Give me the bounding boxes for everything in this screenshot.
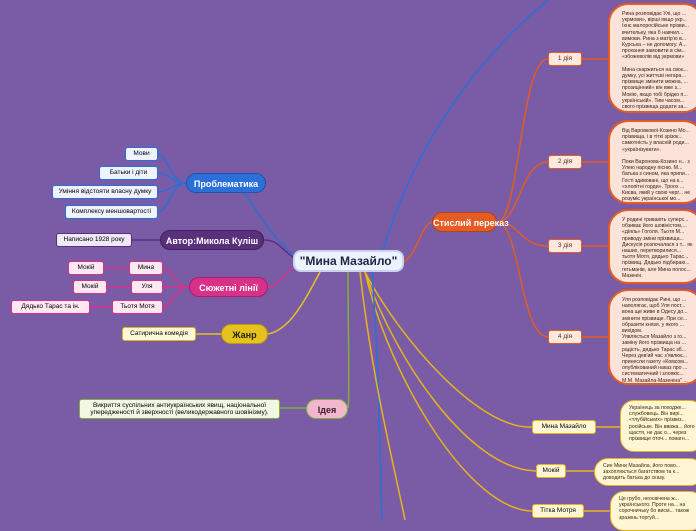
act-summary-content: Від Варовкової-Козино Мо... прізвища, і … (622, 128, 691, 203)
act-label[interactable]: 4 дія (548, 330, 582, 344)
character-description-content: Син Мини Мазайла, його пово... захоплюєт… (603, 463, 681, 482)
act-label[interactable]: 2 дія (548, 155, 582, 169)
character-label[interactable]: Тітка Мотря (532, 504, 584, 518)
topic-genre[interactable]: Жанр (221, 324, 268, 344)
topic-problematics[interactable]: Проблематика (186, 173, 266, 193)
problem-item[interactable]: Мови (125, 147, 158, 161)
genre-value[interactable]: Сатирична комедія (122, 327, 196, 341)
act-summary-content: У родині тривають суперс... обзиває його… (622, 217, 693, 279)
central-topic[interactable]: "Мина Мазайло" (293, 250, 404, 272)
plot-character[interactable]: Уля (131, 280, 163, 294)
act-summary-text[interactable]: Рина розповідає Улі, що ... укрмови», ві… (608, 3, 696, 113)
topic-idea[interactable]: Ідея (306, 399, 348, 419)
act-label[interactable]: 1 дія (548, 52, 582, 66)
act-summary-content: Рина розповідає Улі, що ... укрмови», ві… (622, 11, 689, 111)
character-description-content: Це грубо, неосвічена ж... українського. … (619, 496, 690, 521)
problem-item[interactable]: Комплексу меншовартості (65, 205, 158, 219)
character-label[interactable]: Мина Мазайло (532, 420, 596, 434)
idea-text[interactable]: Викриття суспільних антиукраїнських явищ… (79, 399, 280, 419)
topic-plot-lines[interactable]: Сюжетні лінії (189, 277, 268, 297)
act-summary-content: Уля розповідає Рині, що ... наполягає, щ… (622, 297, 689, 384)
act-label[interactable]: 3 дія (548, 239, 582, 253)
character-description[interactable]: Син Мини Мазайла, його пово... захоплюєт… (594, 458, 696, 486)
character-label[interactable]: Мокій (536, 464, 566, 478)
plot-character[interactable]: Тьотя Мотя (112, 300, 163, 314)
character-description[interactable]: Українець за походже... службовець. Він … (620, 400, 696, 452)
topic-summary[interactable]: Стислий переказ (432, 212, 509, 232)
character-description-content: Українець за походже... службовець. Він … (629, 405, 695, 443)
act-summary-text[interactable]: Від Варовкової-Козино Мо... прізвища, і … (608, 120, 696, 204)
act-summary-text[interactable]: Уля розповідає Рині, що ... наполягає, щ… (608, 289, 696, 385)
plot-character[interactable]: Мокій (68, 261, 104, 275)
problem-item[interactable]: Уміння відстояти власну думку (52, 185, 158, 199)
plot-character[interactable]: Мина (129, 261, 163, 275)
author-written-date[interactable]: Написано 1928 року (56, 233, 132, 247)
plot-character[interactable]: Мокій (73, 280, 107, 294)
problem-item[interactable]: Батьки і діти (99, 166, 158, 180)
topic-author[interactable]: Автор:Микола Куліш (160, 230, 264, 250)
act-summary-text[interactable]: У родині тривають суперс... обзиває його… (608, 209, 696, 284)
plot-character[interactable]: Дядько Тарас та ін. (11, 300, 90, 314)
character-description[interactable]: Це грубо, неосвічена ж... українського. … (610, 491, 696, 531)
